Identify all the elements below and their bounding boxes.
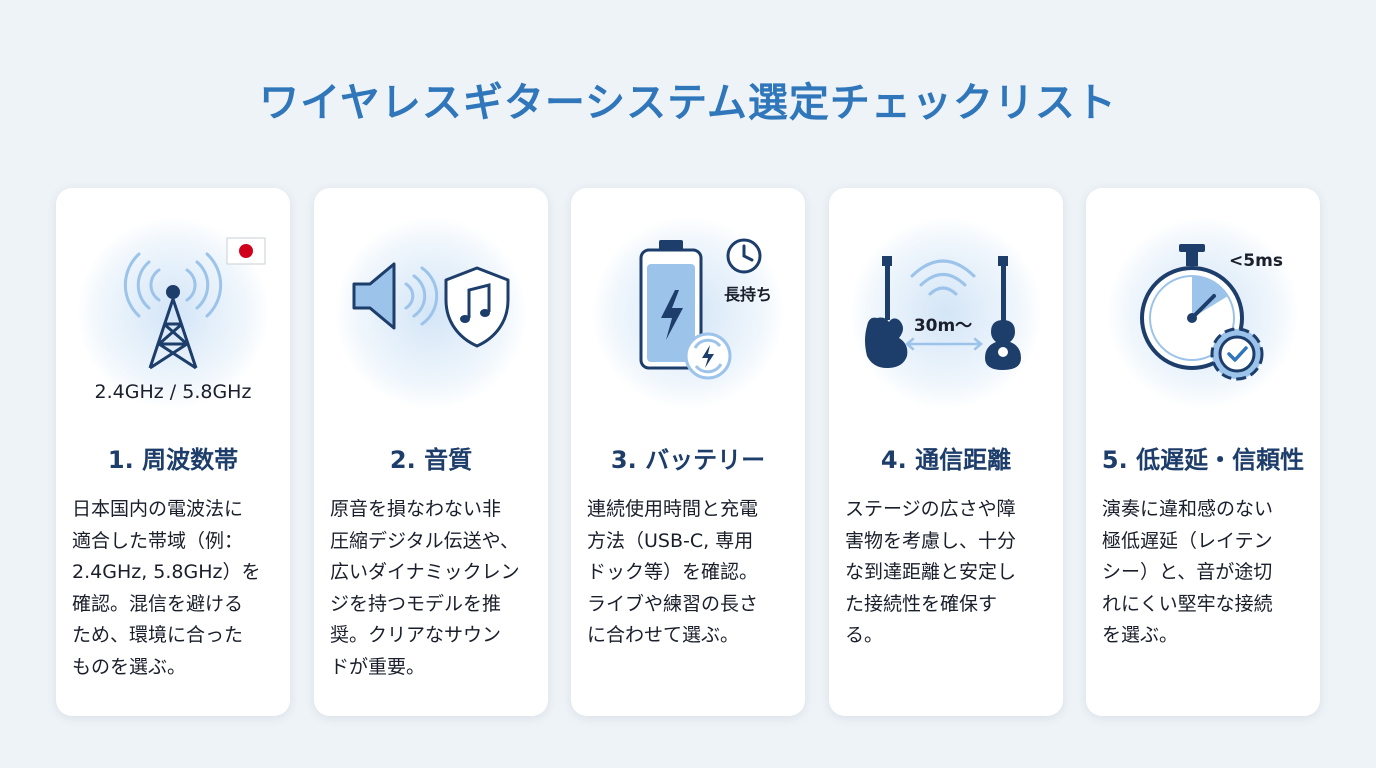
card-latency: <5ms 5. 低遅延・信頼性 演奏に違和感のない 極低遅延（レイテン シー）と… [1086,188,1320,716]
japan-flag-icon [226,237,266,265]
electric-guitar-icon [865,256,908,368]
icon-label: 2.4GHz / 5.8GHz [95,381,252,403]
speaker-icon [352,262,510,348]
card-body: ステージの広さや障 害物を考慮し、十分 な到達距離と安定し た接続性を確保す る… [845,498,1017,646]
card-frequency-band: 2.4GHz / 5.8GHz 1. 周波数帯 日本国内の電波法に 適合した帯域… [56,188,290,716]
card-body: 原音を損なわない非 圧縮デジタル伝送や、 広いダイナミックレン ジを持つモデルを… [330,498,520,678]
guitar-icon: 30m〜 [865,256,1021,370]
icon-label: <5ms [1229,251,1283,271]
card-title: 3. バッテリー [610,446,766,474]
card-title: 2. 音質 [389,446,473,474]
acoustic-guitar-icon [985,256,1021,370]
wifi-icon [910,259,976,296]
page-title: ワイヤレスギターシステム選定チェックリスト [259,80,1117,126]
clock-icon [726,238,762,274]
card-range: 30m〜 4. 通信距離 ステージの広さや障 害物を考慮し、十分 な到達距離と安… [829,188,1063,716]
music-shield-icon [444,266,510,348]
card-title: 5. 低遅延・信頼性 [1101,446,1305,474]
card-title: 1. 周波数帯 [107,446,239,474]
range-arrow-icon [905,337,983,351]
icon-label: 30m〜 [914,316,972,336]
charging-icon [684,332,732,380]
card-body: 日本国内の電波法に 適合した帯域（例： 2.4GHz, 5.8GHz）を 確認。… [72,498,261,678]
card-body: 演奏に違和感のない 極低遅延（レイテン シー）と、音が途切 れにくい堅牢な接続 … [1102,498,1274,646]
card-sound-quality: 2. 音質 原音を損なわない非 圧縮デジタル伝送や、 広いダイナミックレン ジを… [314,188,548,716]
battery-icon: 長持ち [639,238,772,380]
stopwatch-icon: <5ms [1140,244,1283,381]
radio-tower-icon: 2.4GHz / 5.8GHz [95,237,266,403]
gear-check-icon [1210,327,1264,381]
icon-label: 長持ち [724,285,772,304]
card-battery: 長持ち 3. バッテリー 連続使用時間と充電 方法（USB-C, 専用 ドック等… [571,188,805,716]
card-title: 4. 通信距離 [880,446,1012,474]
card-body: 連続使用時間と充電 方法（USB-C, 専用 ドック等）を確認。 ライブや練習の… [587,498,759,646]
